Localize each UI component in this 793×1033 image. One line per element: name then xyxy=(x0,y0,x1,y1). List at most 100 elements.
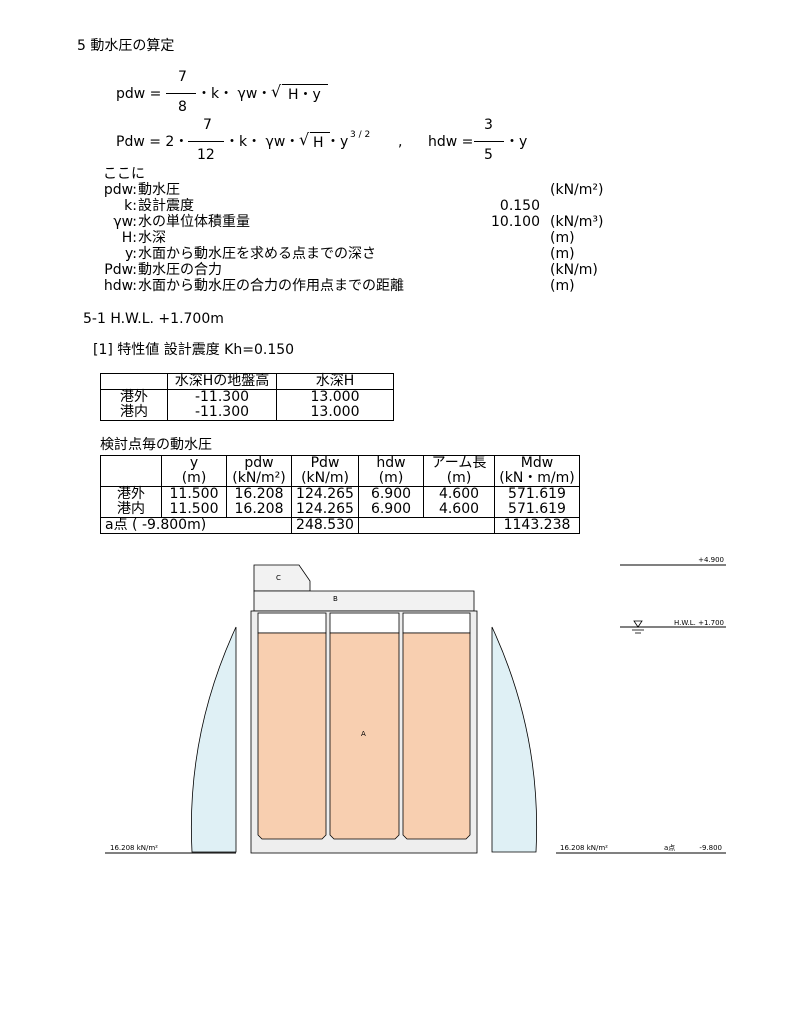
sqrt-argument: H xyxy=(313,135,324,151)
definition-value: 10.100 xyxy=(491,214,540,230)
table-cell: 港内 xyxy=(100,502,162,518)
cell-top-void xyxy=(257,612,327,634)
crown-block-c xyxy=(253,564,311,592)
definition-description: 動水圧 xyxy=(138,182,180,198)
table-cell: 港内 xyxy=(100,405,168,421)
cell-top-void xyxy=(329,612,400,634)
case-title: [1] 特性値 設計震度 Kh=0.150 xyxy=(93,342,295,358)
table-unit-cell: (m) xyxy=(423,471,495,487)
table-header-cell xyxy=(100,373,168,390)
definition-value: 0.150 xyxy=(499,198,540,214)
table-row: 港内 -11.300 13.000 xyxy=(100,405,394,421)
table-cell: 13.000 xyxy=(276,389,394,405)
fraction-bar xyxy=(166,93,196,94)
exponent: 3 / 2 xyxy=(350,130,371,140)
pressure-distribution-right xyxy=(491,626,538,853)
table-total-mdw: 1143.238 xyxy=(494,517,580,534)
definition-description: 水深 xyxy=(138,230,166,246)
definition-symbol: pdw: xyxy=(103,182,137,198)
table-unit-cell: (m) xyxy=(358,471,424,487)
caisson-diagram: +4.900 H.W.L. +1.700 C B A 16.208 kN/m² … xyxy=(105,556,726,854)
formula-lhs: pdw = xyxy=(116,86,162,102)
table-unit-cell xyxy=(100,471,162,487)
table-row: 港外 11.500 16.208 124.265 6.900 4.600 571… xyxy=(100,486,580,502)
table-cell: 6.900 xyxy=(358,486,424,502)
table2-title: 検討点毎の動水圧 xyxy=(100,437,212,453)
definition-unit: (kN/m²) xyxy=(550,182,604,198)
formula-lhs: Pdw = 2・ xyxy=(116,134,189,150)
cell-fill xyxy=(402,632,471,840)
table-units-row: (m) (kN/m²) (kN/m) (m) (m) (kN・m/m) xyxy=(100,471,580,487)
table-header-cell: y xyxy=(161,455,227,471)
formula-numerator: 3 xyxy=(484,117,493,133)
section-title: 5 動水圧の算定 xyxy=(77,38,175,54)
table-row: 港内 11.500 16.208 124.265 6.900 4.600 571… xyxy=(100,502,580,518)
table-total-label: a点 ( -9.800m) xyxy=(100,517,292,534)
table-unit-cell: (kN/m) xyxy=(291,471,359,487)
table-total-pdw: 248.530 xyxy=(291,517,359,534)
definition-description: 動水圧の合力 xyxy=(138,262,222,278)
cell-top-void xyxy=(402,612,471,634)
sqrt-symbol: √ xyxy=(299,130,310,149)
table-cell: 港外 xyxy=(100,486,162,502)
table-cell: 571.619 xyxy=(494,502,580,518)
table-cell: 4.600 xyxy=(423,502,495,518)
definition-description: 水面から動水圧を求める点までの深さ xyxy=(138,246,376,262)
table-cell: 港外 xyxy=(100,389,168,405)
cap-slab-b xyxy=(253,590,475,612)
formula-hdw-lhs: hdw = xyxy=(428,134,474,150)
sqrt-argument: H・y xyxy=(288,87,321,103)
definition-symbol: k: xyxy=(124,198,137,214)
table-dynamic-pressure: y pdw Pdw hdw アーム長 Mdw (m) (kN/m²) (kN/m… xyxy=(100,455,580,534)
table-unit-cell: (kN・m/m) xyxy=(494,471,580,487)
table-header-cell: アーム長 xyxy=(423,455,495,471)
table-total-empty xyxy=(358,517,495,534)
sqrt-symbol: √ xyxy=(271,82,282,101)
definition-symbol: γw: xyxy=(113,214,137,230)
where-label: ここに xyxy=(103,166,145,182)
table-header-cell: hdw xyxy=(358,455,424,471)
definition-description: 水の単位体積重量 xyxy=(138,214,250,230)
definition-unit: (m) xyxy=(550,230,575,246)
definition-description: 水面から動水圧の合力の作用点までの距離 xyxy=(138,278,404,294)
formula-rhs: ・k・ γw・ xyxy=(225,134,300,150)
definition-unit: (m) xyxy=(550,246,575,262)
formula-rhs: ・k・ γw・ xyxy=(197,86,272,102)
table-header-cell: 水深Hの地盤高 xyxy=(167,373,277,390)
definition-symbol: Pdw: xyxy=(104,262,137,278)
table-cell: 124.265 xyxy=(291,486,359,502)
label-c: C xyxy=(276,574,281,582)
table-unit-cell: (kN/m²) xyxy=(226,471,292,487)
separator: , xyxy=(398,134,403,150)
formula-tail: ・y xyxy=(326,134,349,150)
definition-symbol: hdw: xyxy=(103,278,137,294)
point-a-label: a点 xyxy=(664,844,675,852)
table-unit-cell: (m) xyxy=(161,471,227,487)
pressure-label-left: 16.208 kN/m² xyxy=(110,844,158,852)
formula-rhs: ・y xyxy=(505,134,528,150)
fraction-bar xyxy=(474,141,504,142)
formula-denominator: 12 xyxy=(197,147,215,163)
table-header-cell: Mdw xyxy=(494,455,580,471)
table-water-depth: 水深Hの地盤高 水深H 港外 -11.300 13.000 港内 -11.300… xyxy=(100,373,394,421)
definition-symbol: H: xyxy=(121,230,137,246)
definition-unit: (m) xyxy=(550,278,575,294)
level-label-top: +4.900 xyxy=(698,556,724,564)
water-level-icon xyxy=(633,620,643,628)
caisson-cells xyxy=(257,612,471,840)
definition-symbol: y: xyxy=(125,246,137,262)
table-cell: 16.208 xyxy=(226,502,292,518)
table-cell: 6.900 xyxy=(358,502,424,518)
table-cell: 571.619 xyxy=(494,486,580,502)
table-cell: 16.208 xyxy=(226,486,292,502)
table-header-cell: pdw xyxy=(226,455,292,471)
table-header-cell xyxy=(100,455,162,471)
definition-unit: (kN/m³) xyxy=(550,214,604,230)
table-header-row: y pdw Pdw hdw アーム長 Mdw xyxy=(100,455,580,471)
sqrt-bar xyxy=(310,132,330,133)
point-a-level: -9.800 xyxy=(699,844,722,852)
pressure-distribution-left xyxy=(190,626,237,853)
formula-denominator: 8 xyxy=(178,99,187,115)
cell-fill xyxy=(257,632,327,840)
cell-fill xyxy=(329,632,400,840)
